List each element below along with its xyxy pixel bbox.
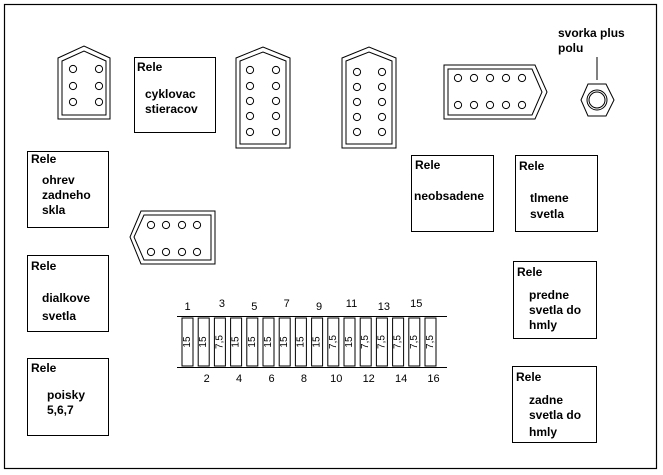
fuse-rating: 15	[295, 336, 306, 348]
terminal-label-line1: svorka plus	[558, 26, 625, 40]
relay-tlmene-svetla: Rele tlmene svetla	[515, 155, 598, 232]
fuse-number-bottom: 6	[268, 373, 274, 385]
connector-right-tall	[341, 46, 397, 149]
fuse-number-bottom: 8	[301, 373, 307, 385]
fuse: 15	[181, 317, 194, 367]
fuse-rating: 7,5	[328, 335, 339, 349]
fuse-rating: 15	[344, 336, 355, 348]
fuse-rating: 15	[279, 336, 290, 348]
terminal-label-line2: polu	[558, 41, 583, 55]
fuse-rating: 7,5	[214, 335, 225, 349]
fuse: 7,5	[375, 317, 388, 367]
relay-label-line: svetla do	[529, 408, 581, 422]
relay-zadne-svetla-do-hmly: Rele zadne svetla do hmly	[512, 366, 597, 443]
fuse-number-top: 15	[410, 298, 422, 310]
fuse-rating: 7,5	[409, 335, 420, 349]
fuse: 7,5	[424, 317, 437, 367]
fuse-rating: 7,5	[393, 335, 404, 349]
relay-label-line: neobsadene	[414, 189, 484, 203]
fuse: 15	[246, 317, 259, 367]
fuse-rating: 7,5	[425, 335, 436, 349]
fuse-number-top: 13	[378, 301, 390, 313]
relay-label-line: ohrev	[42, 173, 75, 187]
fuse: 15	[343, 317, 356, 367]
relay-predne-svetla-do-hmly: Rele predne svetla do hmly	[513, 261, 597, 339]
relay-header: Rele	[516, 370, 542, 384]
connector-middle-left	[129, 210, 216, 265]
relay-header: Rele	[519, 159, 545, 173]
fuse-number-bottom: 12	[363, 373, 375, 385]
fuse: 7,5	[392, 317, 405, 367]
fuse-number-bottom: 16	[427, 373, 439, 385]
relay-header: Rele	[31, 259, 57, 273]
fuse: 15	[294, 317, 307, 367]
relay-label-line: zadne	[529, 393, 563, 407]
fuse-number-top: 1	[184, 301, 190, 313]
fuse-number-bottom: 2	[204, 373, 210, 385]
relay-label-line: poisky	[47, 388, 85, 402]
relay-header: Rele	[137, 60, 163, 74]
plus-terminal	[580, 57, 615, 117]
relay-ohrev-zadneho-skla: Rele ohrev zadneho skla	[27, 151, 109, 228]
relay-label-line: zadneho	[42, 188, 91, 202]
fuse-number-top: 11	[346, 298, 357, 310]
relay-label-line: hmly	[529, 425, 557, 439]
relay-poisky: Rele poisky 5,6,7	[27, 358, 109, 436]
fuse-number-top: 5	[251, 301, 257, 313]
fuse: 7,5	[408, 317, 421, 367]
relay-label-line: svetla	[530, 207, 564, 221]
fuse: 15	[262, 317, 275, 367]
fuse-number-top: 9	[316, 301, 322, 313]
relay-neobsadene: Rele neobsadene	[411, 155, 494, 232]
connector-top-right	[443, 64, 548, 120]
relay-label-line: svetla	[42, 309, 76, 323]
relay-label-line: hmly	[529, 318, 557, 332]
fuse-number-top: 7	[284, 298, 290, 310]
fuse-rating: 15	[231, 336, 242, 348]
relay-header: Rele	[31, 361, 57, 375]
relay-label-line: 5,6,7	[47, 403, 74, 417]
fuse: 15	[278, 317, 291, 367]
relay-label-line: skla	[42, 203, 66, 217]
fuse-rating: 7,5	[376, 335, 387, 349]
relay-label-line: tlmene	[530, 191, 569, 205]
relay-label-line: svetla do	[529, 303, 581, 317]
relay-label-line: dialkove	[42, 291, 90, 305]
relay-dialkove-svetla: Rele dialkove svetla	[27, 255, 109, 332]
fuse-rating: 15	[182, 336, 193, 348]
relay-header: Rele	[517, 265, 543, 279]
fuse-rating: 15	[312, 336, 323, 348]
fuse-number-bottom: 14	[395, 373, 407, 385]
fuse-rating: 15	[247, 336, 258, 348]
fuse-number-bottom: 4	[236, 373, 242, 385]
fuse-rating: 15	[263, 336, 274, 348]
connector-top-left	[57, 45, 111, 120]
fuse: 15	[230, 317, 243, 367]
fuse: 15	[311, 317, 324, 367]
outer-frame	[3, 3, 658, 470]
connector-center-tall	[235, 46, 291, 149]
fuse-rating: 15	[198, 336, 209, 348]
fuse-rating: 7,5	[360, 335, 371, 349]
relay-label-line: cyklovac	[145, 87, 196, 101]
fuse: 7,5	[359, 317, 372, 367]
relay-header: Rele	[31, 152, 57, 166]
fuse-number-top: 3	[219, 298, 225, 310]
fuse-number-bottom: 10	[330, 373, 342, 385]
relay-cyklovac-stieracov: Rele cyklovac stieracov	[134, 57, 216, 133]
relay-label-line: stieracov	[145, 102, 198, 116]
relay-label-line: predne	[529, 288, 569, 302]
relay-header: Rele	[415, 158, 441, 172]
fuse: 7,5	[213, 317, 226, 367]
fuse: 15	[197, 317, 210, 367]
fuse: 7,5	[327, 317, 340, 367]
